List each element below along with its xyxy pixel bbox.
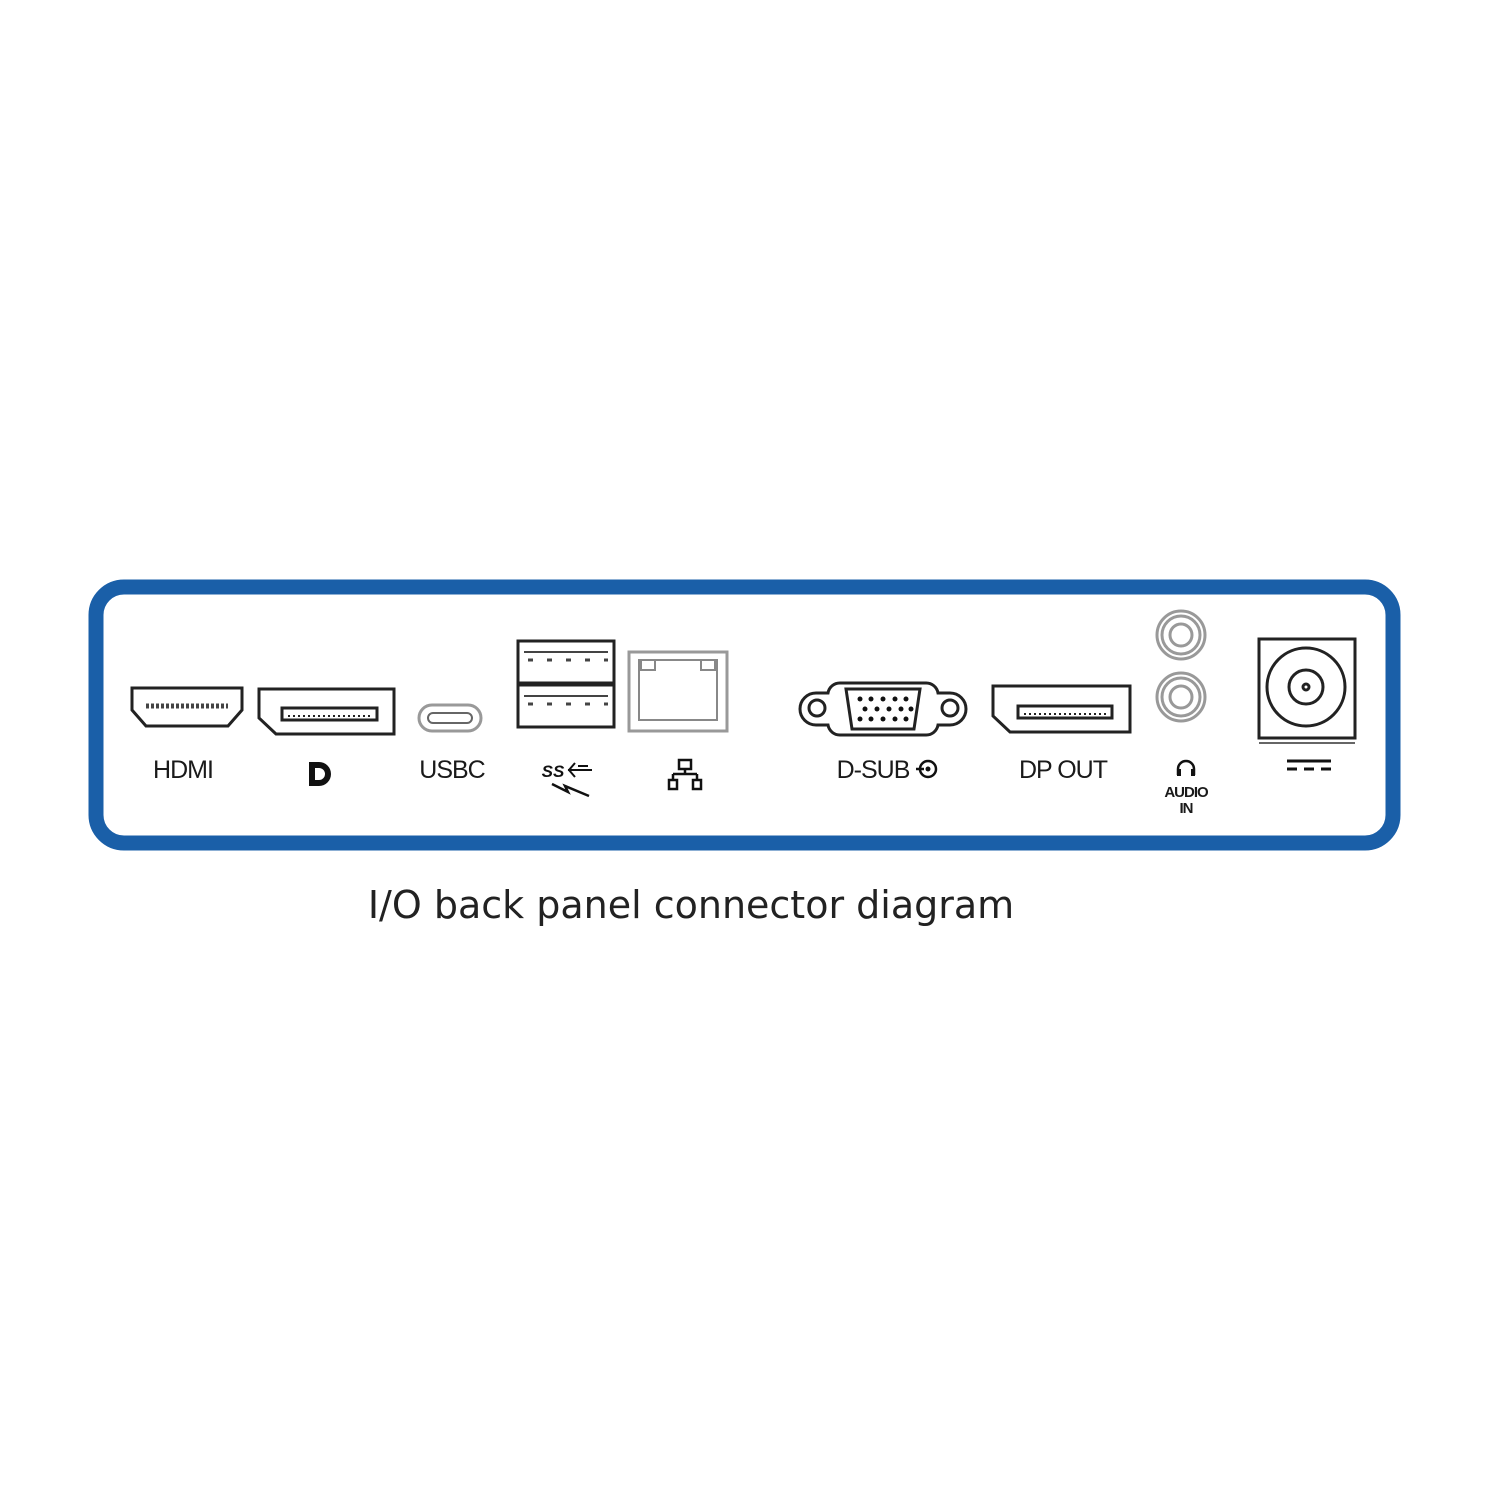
- usbc-port: [417, 703, 483, 733]
- audio-in-label-line2: IN: [1180, 800, 1193, 817]
- dp-out-port: [991, 684, 1132, 734]
- headphone-icon: [1176, 759, 1196, 776]
- superspeed-usb-charging-icon: SS: [542, 762, 592, 798]
- back-panel-frame: [88, 579, 1401, 851]
- displayport-port: [257, 687, 396, 736]
- audio-jacks: [1155, 609, 1207, 723]
- vga-label: D-SUB: [837, 756, 910, 784]
- hdmi-label: HDMI: [153, 756, 213, 784]
- audio-in-out-icon: [916, 759, 938, 779]
- audio-in-label-line1: AUDIO: [1164, 784, 1209, 801]
- diagram-caption: I/O back panel connector diagram: [368, 883, 1014, 927]
- vga-port: [798, 681, 968, 737]
- svg-text:SS: SS: [542, 762, 565, 781]
- dc-symbol-icon: [1287, 759, 1331, 771]
- hdmi-port: [130, 686, 244, 728]
- usbc-label: USBC: [419, 756, 485, 784]
- dp-out-label: DP OUT: [1019, 756, 1108, 784]
- ethernet-port: [627, 650, 729, 733]
- usb-a-ports: [516, 639, 616, 729]
- dc-power-jack: [1257, 637, 1357, 744]
- displayport-logo-icon: [309, 762, 331, 786]
- network-icon: [667, 758, 703, 791]
